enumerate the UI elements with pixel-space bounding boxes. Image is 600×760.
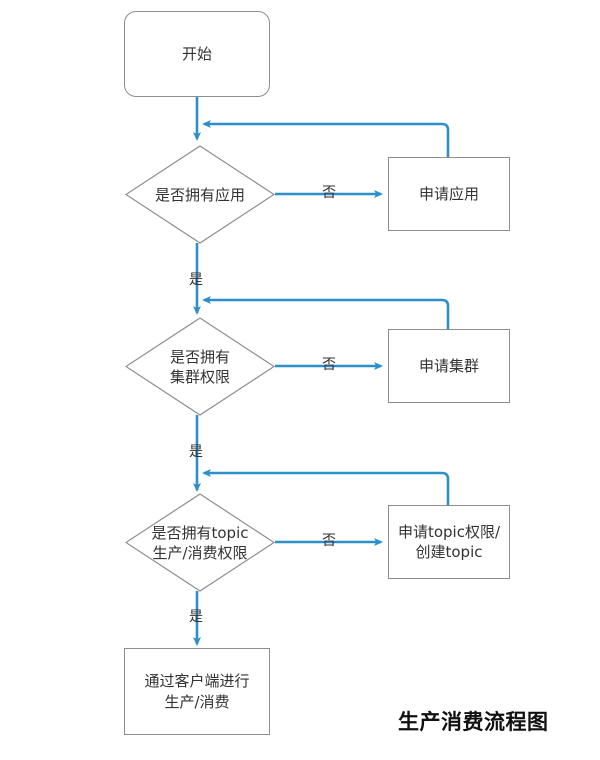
node-decision-has-app[interactable]: 是否拥有应用 bbox=[125, 145, 275, 244]
node-decision-has-cluster-permission[interactable]: 是否拥有 集群权限 bbox=[125, 317, 275, 416]
edge-action-app-loopback bbox=[202, 120, 450, 157]
node-decision-has-cluster-permission-label: 是否拥有 集群权限 bbox=[169, 347, 230, 386]
node-start[interactable]: 开始 bbox=[124, 11, 270, 97]
diamond-shape-icon bbox=[125, 145, 275, 244]
diamond-shape-icon bbox=[125, 317, 275, 416]
edge-action-topic-loopback bbox=[202, 469, 450, 505]
edge-action-cluster-loopback bbox=[202, 296, 450, 329]
node-action-apply-topic[interactable]: 申请topic权限/ 创建topic bbox=[388, 505, 510, 579]
edge-label-app-yes: 是 bbox=[189, 272, 203, 288]
node-end-produce-consume[interactable]: 通过客户端进行 生产/消费 bbox=[124, 648, 270, 735]
edge-label-app-no: 否 bbox=[322, 185, 336, 201]
node-decision-has-topic-permission[interactable]: 是否拥有topic 生产/消费权限 bbox=[125, 493, 275, 592]
edge-label-topic-yes: 是 bbox=[189, 609, 203, 625]
edge-label-cluster-yes: 是 bbox=[189, 444, 203, 460]
node-decision-has-app-label: 是否拥有应用 bbox=[154, 185, 245, 204]
edge-label-cluster-no: 否 bbox=[322, 357, 336, 373]
node-action-apply-app[interactable]: 申请应用 bbox=[388, 157, 510, 231]
diamond-shape-icon bbox=[125, 493, 275, 592]
edge-label-topic-no: 否 bbox=[322, 533, 336, 549]
node-action-apply-cluster[interactable]: 申请集群 bbox=[388, 329, 510, 403]
diagram-caption: 生产消费流程图 bbox=[398, 710, 549, 734]
node-decision-has-topic-permission-label: 是否拥有topic 生产/消费权限 bbox=[151, 523, 249, 562]
